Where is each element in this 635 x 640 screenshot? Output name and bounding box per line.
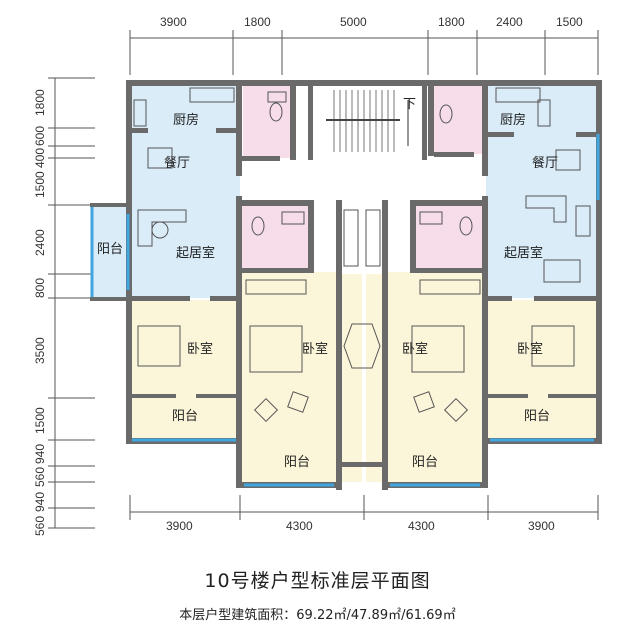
left-living-zone [130, 82, 240, 298]
top-dim-3: 5000 [340, 15, 367, 29]
room-label-balcony3: 阳台 [412, 455, 438, 470]
room-label-living-right: 起居室 [504, 245, 543, 261]
room-label-bed2: 卧室 [302, 341, 328, 357]
room-fills [92, 82, 598, 482]
room-label-balcony4: 阳台 [524, 409, 550, 424]
left-dim-4: 1500 [33, 171, 47, 198]
left-dim-7: 3500 [33, 337, 47, 364]
bed2-zone [242, 272, 362, 482]
west-balcony-zone [92, 205, 130, 300]
stair-treads [326, 90, 409, 152]
bottom-dimension-labels: 3900 4300 4300 3900 [166, 519, 555, 533]
left-dim-9: 940 [33, 444, 47, 464]
top-dim-5: 2400 [496, 15, 523, 29]
room-label-balcony-west: 阳台 [97, 242, 123, 257]
top-dim-6: 1500 [556, 15, 583, 29]
left-dim-1: 1800 [33, 89, 47, 116]
room-label-dining-right: 餐厅 [532, 155, 558, 171]
left-dim-3: 400 [33, 148, 47, 168]
top-dimension-labels: 3900 1800 5000 1800 2400 1500 [160, 15, 583, 29]
bottom-dim-4: 3900 [528, 519, 555, 533]
right-top-bath-zone [430, 84, 482, 154]
room-label-balcony1: 阳台 [172, 409, 198, 424]
bed4-zone [488, 300, 598, 440]
mid-right-bath-zone [414, 204, 486, 270]
bottom-dim-1: 3900 [166, 519, 193, 533]
wardrobe-zone [338, 204, 386, 274]
left-dim-11: 940 [33, 492, 47, 512]
bottom-dim-3: 4300 [408, 519, 435, 533]
left-dim-6: 800 [33, 278, 47, 298]
mid-left-bath-zone [240, 204, 310, 270]
room-label-balcony2: 阳台 [284, 455, 310, 470]
left-dim-8: 1500 [33, 407, 47, 434]
furniture [133, 87, 591, 423]
room-label-kitchen-right: 厨房 [500, 112, 526, 128]
stair-direction-label: 下 [403, 97, 416, 112]
left-dim-5: 2400 [33, 229, 47, 256]
top-dim-2: 1800 [244, 15, 271, 29]
room-label-living-left: 起居室 [176, 245, 215, 261]
room-label-bed4: 卧室 [517, 341, 543, 357]
left-dimension-labels: 1800 600 400 1500 2400 800 3500 1500 940… [33, 89, 47, 536]
room-label-kitchen-left: 厨房 [173, 112, 199, 128]
room-label-dining-left: 餐厅 [164, 155, 190, 171]
bottom-dim-2: 4300 [286, 519, 313, 533]
top-dim-4: 1800 [438, 15, 465, 29]
room-label-bed3: 卧室 [402, 341, 428, 357]
area-summary: 本层户型建筑面积：69.22㎡/47.89㎡/61.69㎡ [179, 608, 456, 623]
top-dim-1: 3900 [160, 15, 187, 29]
plan-title: 10号楼户型标准层平面图 [204, 570, 431, 592]
room-labels: 厨房 餐厅 起居室 阳台 厨房 餐厅 起居室 卧室 卧室 卧室 卧室 阳台 阳台… [97, 112, 558, 470]
dimension-lines [48, 30, 599, 529]
left-dim-10: 560 [33, 467, 47, 487]
bed1-zone [130, 300, 240, 440]
left-dim-2: 600 [33, 126, 47, 146]
left-dim-12: 560 [33, 516, 47, 536]
windows [90, 134, 600, 487]
room-label-bed1: 卧室 [187, 341, 213, 357]
